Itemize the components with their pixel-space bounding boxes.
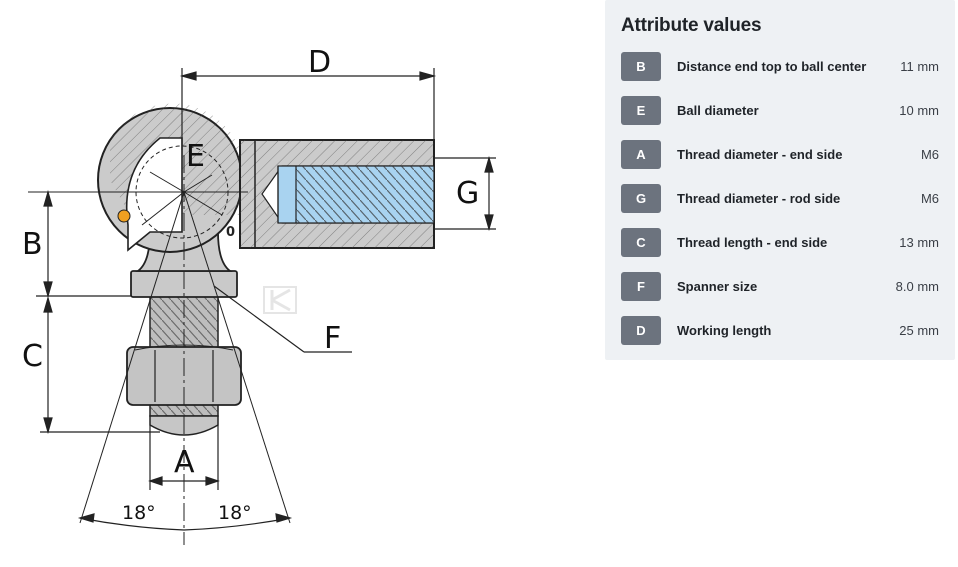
attribute-row: D Working length 25 mm (621, 316, 939, 346)
attribute-code-badge: B (621, 52, 661, 81)
angle-left: 18° (122, 502, 156, 524)
attribute-value: 8.0 mm (895, 279, 939, 294)
attribute-row: A Thread diameter - end side M6 (621, 140, 939, 170)
attribute-label: Working length (677, 323, 772, 338)
label-b: B (22, 227, 43, 262)
attribute-label: Distance end top to ball center (677, 59, 867, 74)
attribute-value: 25 mm (899, 323, 939, 338)
label-f: F (324, 321, 341, 356)
attribute-row: B Distance end top to ball center 11 mm (621, 52, 939, 82)
attribute-value: M6 (920, 191, 939, 206)
attribute-code-badge: E (621, 96, 661, 125)
label-g: G (456, 176, 479, 211)
attribute-row: C Thread length - end side 13 mm (621, 228, 939, 258)
attribute-label: Thread length - end side (677, 235, 828, 250)
manufacturer-logo (263, 286, 297, 314)
label-d: D (308, 45, 331, 80)
center-lines (28, 155, 291, 545)
attribute-row: E Ball diameter 10 mm (621, 96, 939, 126)
ball-socket (97, 103, 243, 253)
attribute-value: 11 mm (900, 59, 939, 74)
attribute-panel: Attribute values B Distance end top to ba… (605, 0, 955, 360)
attribute-code-badge: A (621, 140, 661, 169)
attribute-label: Thread diameter - end side (677, 147, 843, 162)
attribute-code-badge: F (621, 272, 661, 301)
attribute-row: F Spanner size 8.0 mm (621, 272, 939, 302)
dimension-lines (36, 68, 496, 531)
attribute-code-badge: D (621, 316, 661, 345)
attribute-value: 13 mm (899, 235, 939, 250)
label-e: E (186, 139, 205, 174)
angle-right: 18° (218, 502, 252, 524)
attribute-code-badge: C (621, 228, 661, 257)
label-zero: 0 (226, 225, 235, 240)
attribute-value: M6 (920, 147, 939, 162)
rod-end-body (239, 139, 435, 249)
attribute-label: Ball diameter (677, 103, 759, 118)
label-a: A (174, 445, 195, 480)
attribute-code-badge: G (621, 184, 661, 213)
label-c: C (22, 339, 43, 374)
attribute-value: 10 mm (899, 103, 939, 118)
attribute-label: Thread diameter - rod side (677, 191, 841, 206)
panel-title: Attribute values (621, 15, 762, 36)
attribute-label: Spanner size (677, 279, 758, 294)
attribute-row: G Thread diameter - rod side M6 (621, 184, 939, 214)
ball-joint-diagram: D E G B C F A 0 18° 18° (22, 45, 496, 545)
